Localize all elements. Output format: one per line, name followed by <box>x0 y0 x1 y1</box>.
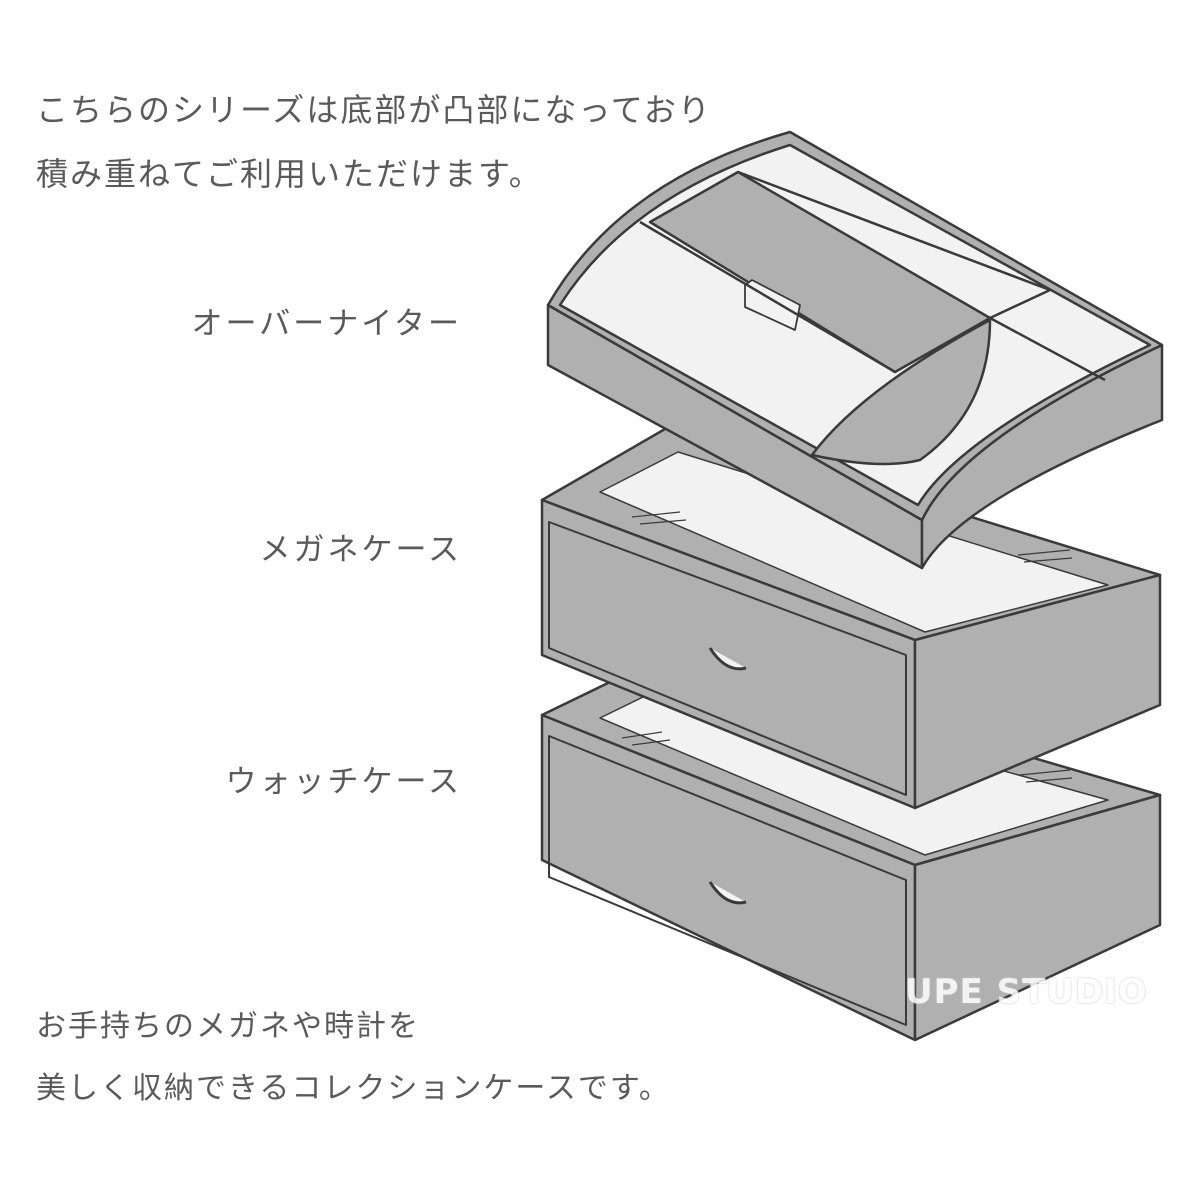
label-watch-case: ウォッチケース <box>225 764 462 800</box>
watch-case-drawer <box>548 735 907 1026</box>
glasses-case-window <box>599 451 1109 633</box>
outro-line-2: 美しく収納できるコレクションケースです。 <box>36 1071 671 1106</box>
outro-line-1: お手持ちのメガネや時計を <box>36 1009 420 1044</box>
drawer-handle <box>708 647 747 671</box>
overnighter-divider <box>989 288 1051 320</box>
label-glasses-case: メガネケース <box>259 532 462 568</box>
overnighter-divider <box>639 220 896 374</box>
overnighter-divider <box>737 170 1051 292</box>
overnighter-divider <box>989 316 1106 382</box>
watch-case-side <box>913 793 1162 1042</box>
glasses-case-side <box>913 573 1162 810</box>
glasses-case <box>540 423 1162 810</box>
intro-line-1: こちらのシリーズは底部が凸部になっており <box>36 91 712 129</box>
overnighter-curved-divider <box>810 318 992 466</box>
intro-line-2: 積み重ねてご利用いただけます。 <box>36 155 543 193</box>
overnighter-tray <box>546 130 1164 570</box>
glasses-case-drawer <box>548 521 907 796</box>
label-overnighter: オーバーナイター <box>191 306 462 342</box>
watermark-logo: UPE STUDIO <box>905 972 1148 1012</box>
drawer-handle <box>708 881 747 905</box>
intro-text: こちらのシリーズは底部が凸部になっており 積み重ねてご利用いただけます。 <box>36 78 712 206</box>
outro-text: お手持ちのメガネや時計を 美しく収納できるコレクションケースです。 <box>36 996 671 1120</box>
